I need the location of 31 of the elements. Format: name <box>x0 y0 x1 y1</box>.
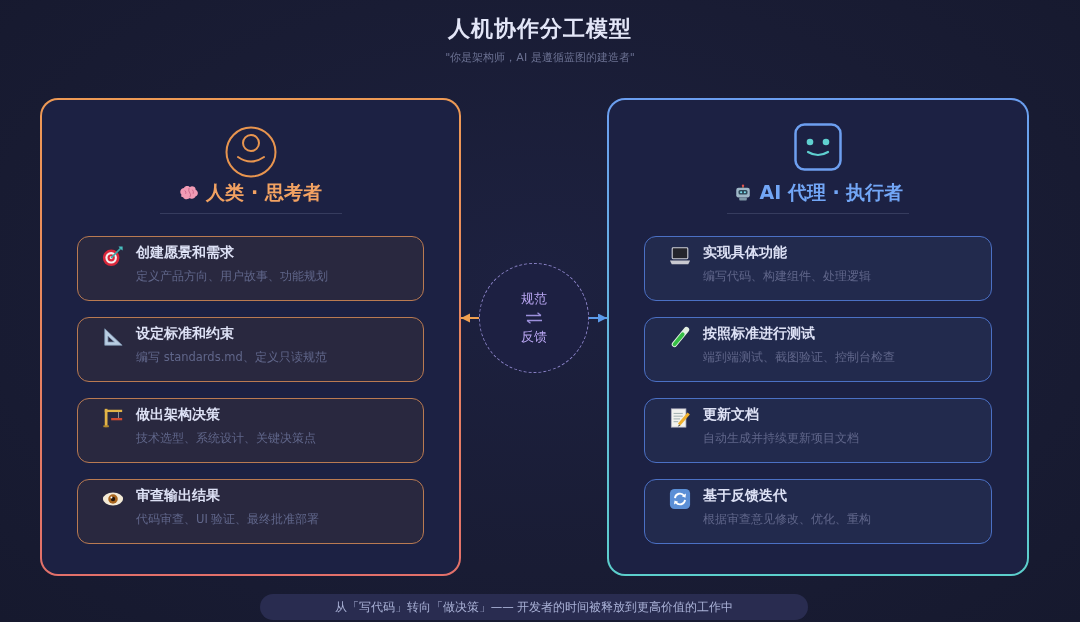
card-title: 做出架构决策 <box>136 406 220 424</box>
panel-heading: 人类 · 思考者 <box>206 180 322 205</box>
panel-heading: AI 代理 · 执行者 <box>759 180 904 205</box>
card <box>644 317 992 382</box>
banner: 从「写代码」转向「做决策」—— 开发者的时间被释放到更高价值的工作中 <box>260 594 808 620</box>
subtitle: "你是架构师，AI 是遵循蓝图的建造者" <box>445 50 635 65</box>
card <box>644 479 992 544</box>
card-title: 基于反馈迭代 <box>703 487 787 505</box>
card-title: 按照标准进行测试 <box>703 325 815 343</box>
card <box>77 479 424 544</box>
circle-label: 反馈 <box>521 329 547 345</box>
circle-label: 规范 <box>521 291 547 307</box>
card-title: 实现具体功能 <box>703 244 787 262</box>
card-title: 审查输出结果 <box>136 487 220 505</box>
card-description: 定义产品方向、用户故事、功能规划 <box>136 269 328 284</box>
card <box>77 317 424 382</box>
card-description: 代码审查、UI 验证、最终批准部署 <box>136 512 320 527</box>
card-title: 创建愿景和需求 <box>136 244 234 262</box>
title: 人机协作分工模型 <box>448 15 632 43</box>
arrow <box>460 313 480 323</box>
panel <box>40 98 461 576</box>
card <box>644 398 992 463</box>
card <box>77 236 424 301</box>
card-title: 设定标准和约束 <box>136 325 234 343</box>
card-description: 技术选型、系统设计、关键决策点 <box>136 431 316 446</box>
panel <box>607 98 1029 576</box>
arrow <box>588 313 608 323</box>
card-description: 编写 standards.md、定义只读规范 <box>136 350 327 365</box>
card <box>644 236 992 301</box>
card-title: 更新文档 <box>703 406 759 424</box>
card <box>77 398 424 463</box>
